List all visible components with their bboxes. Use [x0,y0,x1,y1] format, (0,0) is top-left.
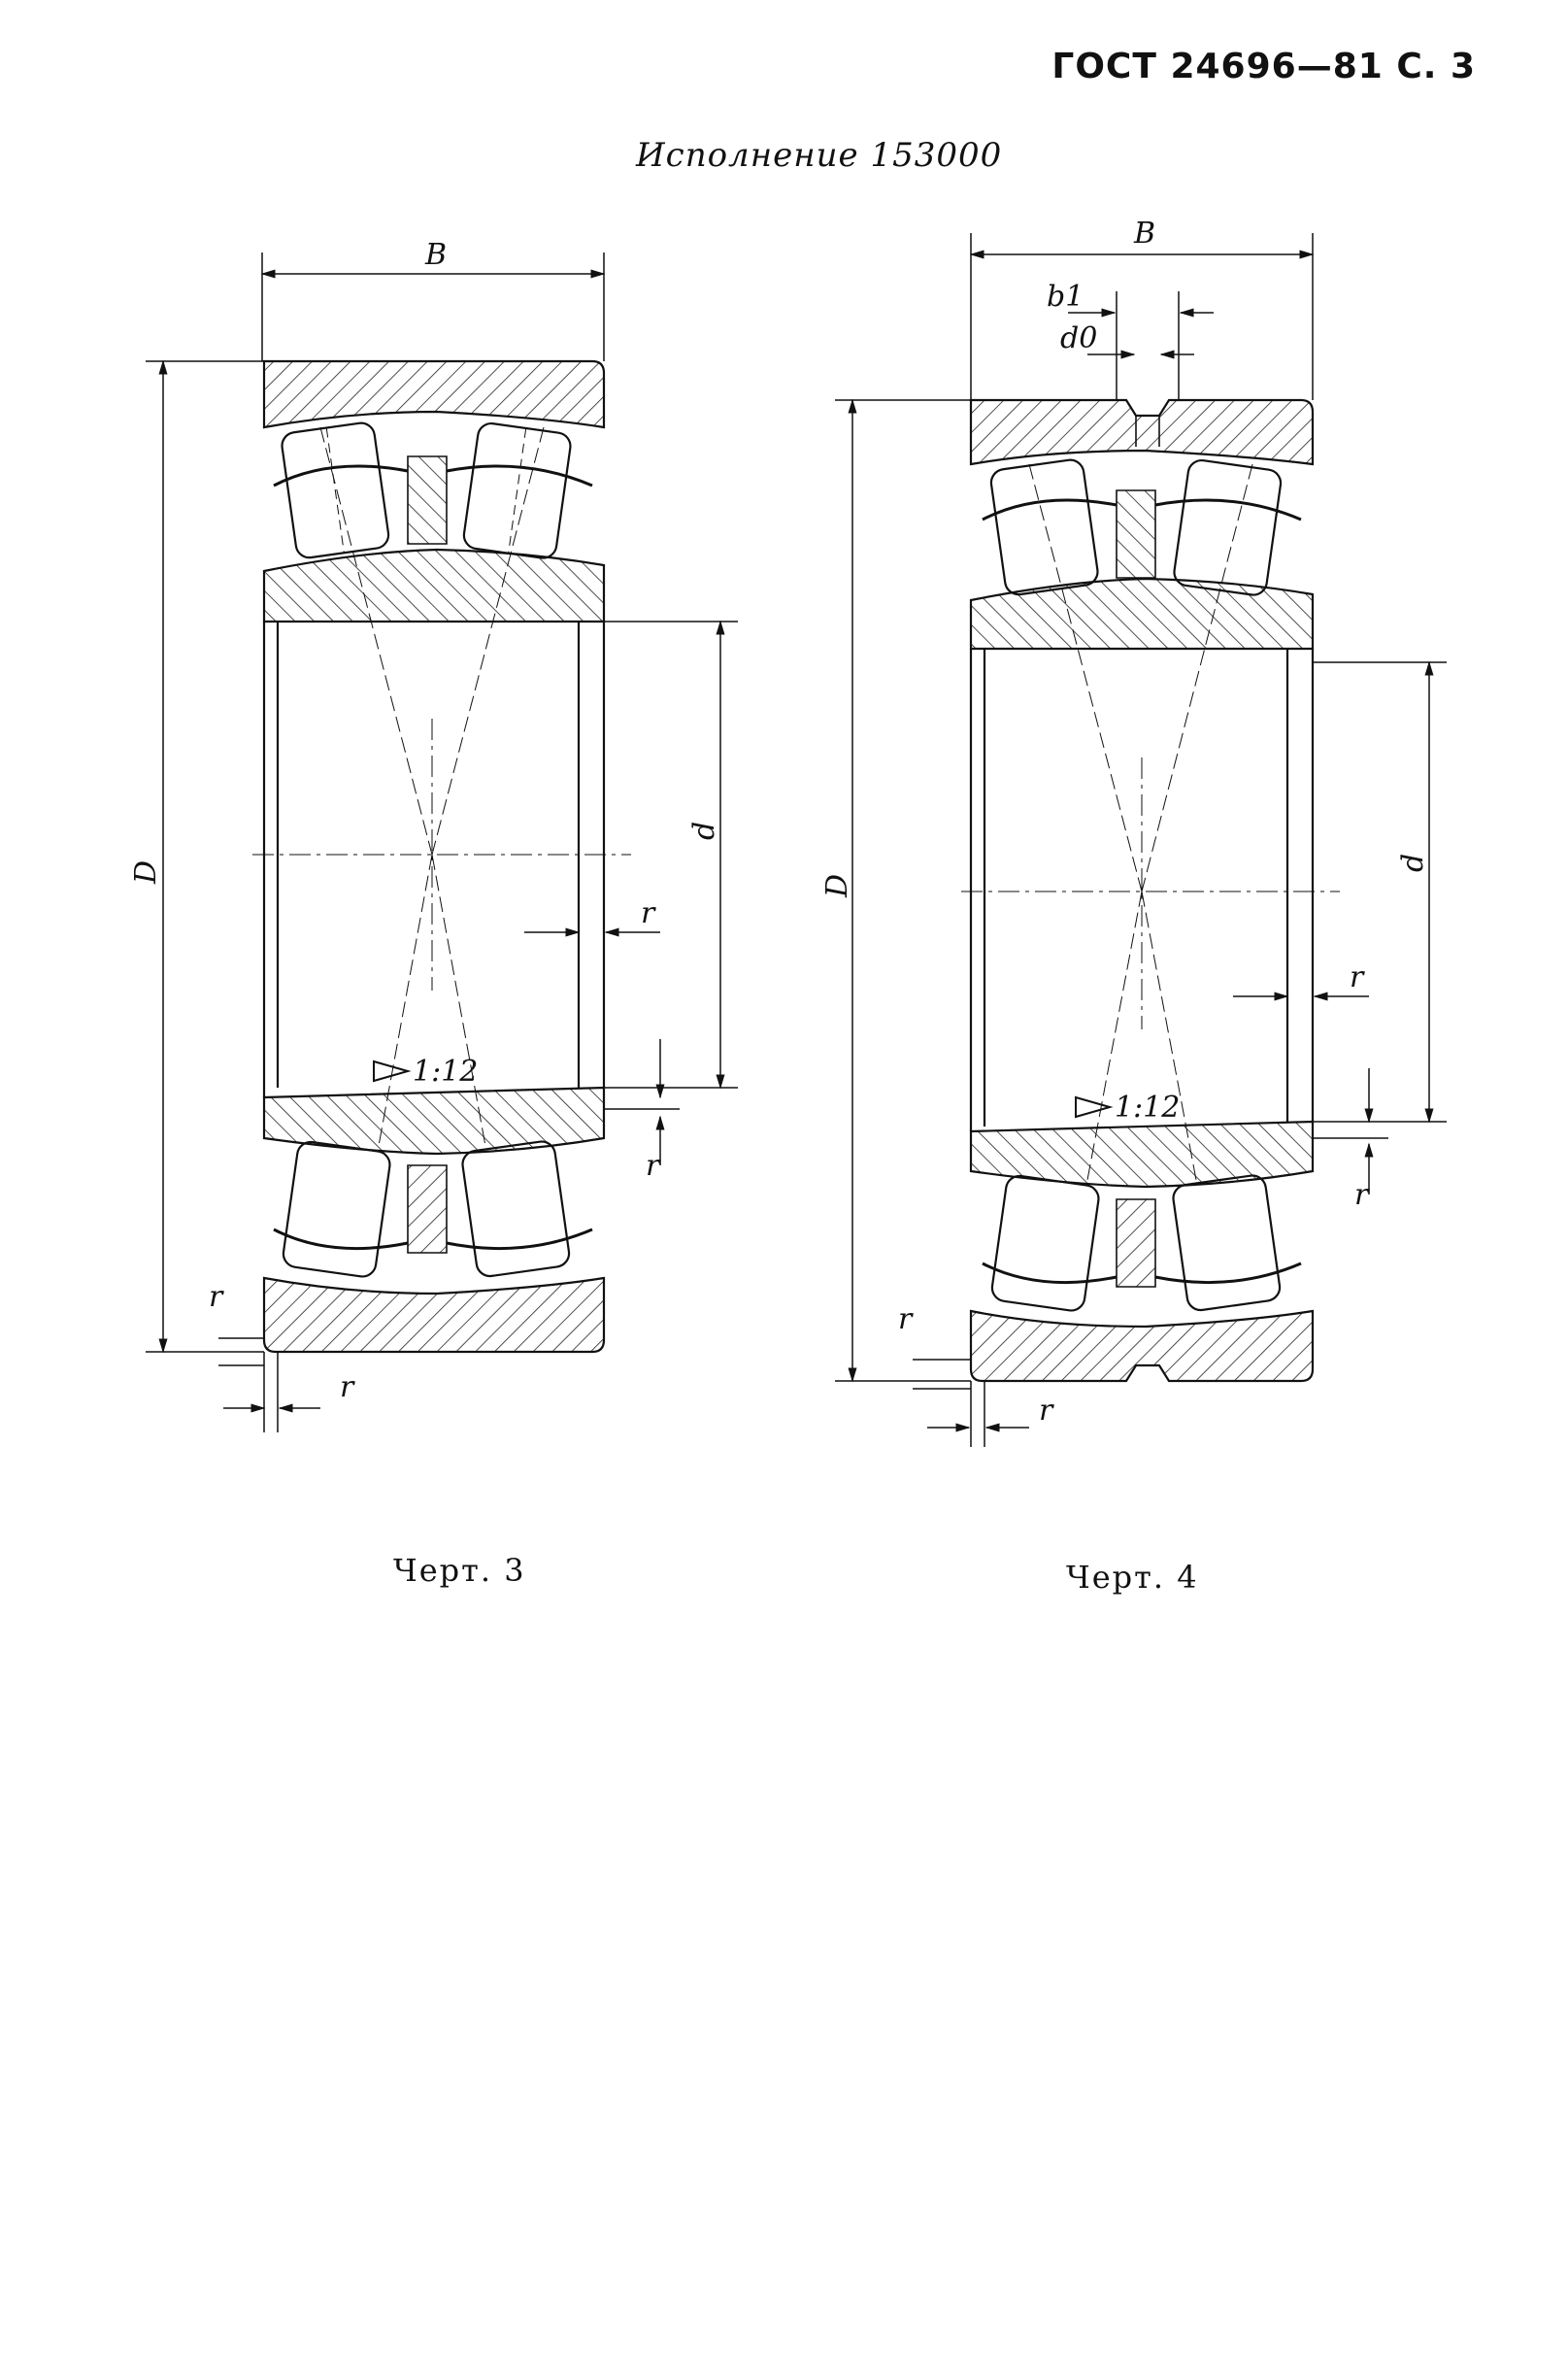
figure-3-caption: Черт. 3 [393,1552,526,1589]
fig3-label-r-1: r [641,896,656,930]
fig4-label-r-3: r [898,1302,914,1336]
section-title: Исполнение 153000 [636,136,1003,175]
figure-4-dimensions [835,233,1447,1447]
fig3-label-d: d [687,822,721,840]
fig4-label-b1: b1 [1047,280,1084,314]
fig4-label-B: B [1133,217,1155,251]
fig4-label-r-1: r [1350,960,1365,994]
fig3-label-D: D [129,860,163,885]
fig4-label-d0: d0 [1060,321,1097,355]
fig4-label-r-2: r [1354,1178,1370,1212]
fig3-label-r-4: r [340,1370,355,1404]
figure-3-bearing [252,359,631,1354]
fig3-label-r-2: r [646,1149,661,1183]
fig3-label-r-3: r [209,1280,224,1314]
fig4-label-d: d [1396,854,1430,872]
figure-4-caption: Черт. 4 [1066,1559,1199,1596]
figure-3-dimensions [146,252,738,1432]
fig3-label-B: B [424,238,447,272]
fig3-taper-icon [373,1060,412,1083]
fig4-taper-icon [1075,1095,1114,1119]
fig3-label-taper: 1:12 [413,1055,478,1089]
fig4-label-D: D [820,874,854,898]
figure-4-bearing [961,398,1340,1383]
fig4-label-taper: 1:12 [1115,1091,1180,1125]
page-header: ГОСТ 24696—81 С. 3 [1051,47,1476,86]
fig4-label-r-4: r [1039,1394,1054,1428]
